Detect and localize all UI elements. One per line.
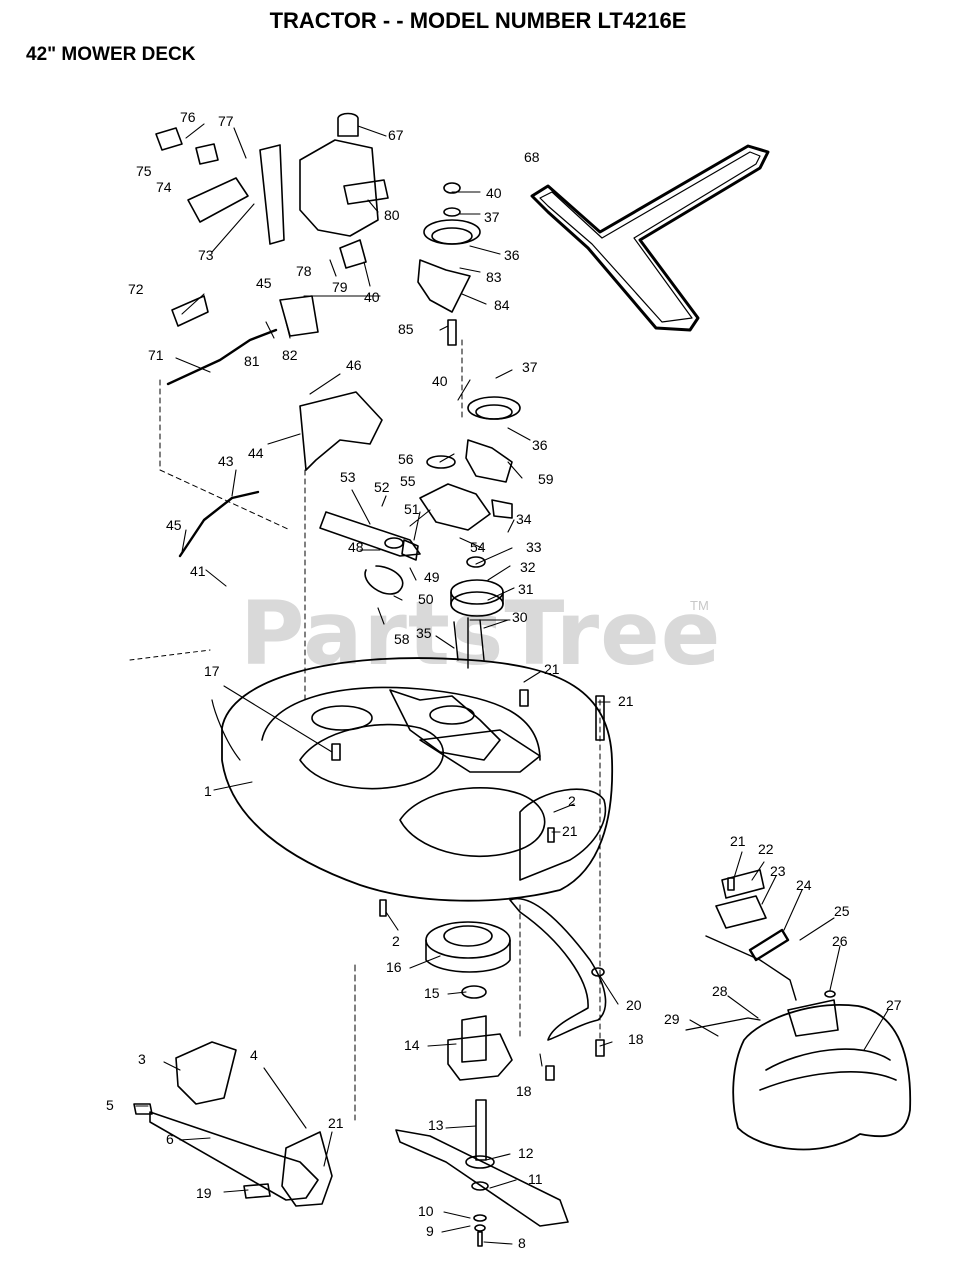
callout-21b: 21 [618,693,634,709]
callout-16: 16 [386,959,402,975]
callout-52: 52 [374,479,390,495]
callout-18a: 18 [516,1083,532,1099]
callout-2a: 2 [568,793,576,809]
callout-83: 83 [486,269,502,285]
callout-23: 23 [770,863,786,879]
callout-54: 54 [470,539,486,555]
callout-11: 11 [528,1171,543,1187]
callout-81: 81 [244,353,260,369]
callout-12: 12 [518,1145,534,1161]
callout-5: 5 [106,1097,114,1113]
callout-72: 72 [128,281,144,297]
callout-2b: 2 [392,933,400,949]
callout-27: 27 [886,997,902,1013]
watermark-trademark: TM [690,598,709,613]
callout-40c: 40 [432,373,448,389]
callout-50: 50 [418,591,434,607]
callout-74: 74 [156,179,172,195]
callout-37a: 37 [484,209,500,225]
callout-53: 53 [340,469,356,485]
callout-1: 1 [204,783,212,799]
callout-73: 73 [198,247,214,263]
section-subtitle: 42" MOWER DECK [26,44,196,65]
callout-4: 4 [250,1047,258,1063]
callout-41: 41 [190,563,206,579]
callout-84: 84 [494,297,510,313]
callout-77: 77 [218,113,234,129]
callout-56: 56 [398,451,414,467]
callout-44: 44 [248,445,264,461]
callout-49: 49 [424,569,440,585]
callout-59: 59 [538,471,554,487]
callout-58: 58 [394,631,410,647]
callout-78: 78 [296,263,312,279]
callout-28: 28 [712,983,728,999]
callout-26: 26 [832,933,848,949]
callout-29: 29 [664,1011,680,1027]
callout-85: 85 [398,321,414,337]
callout-43: 43 [218,453,234,469]
page-title: TRACTOR - - MODEL NUMBER LT4216E [269,8,687,33]
callout-21e: 21 [730,833,746,849]
callout-79: 79 [332,279,348,295]
callout-36b: 36 [532,437,548,453]
callout-46: 46 [346,357,362,373]
callout-9: 9 [426,1223,434,1239]
callout-36a: 36 [504,247,520,263]
callout-34: 34 [516,511,532,527]
mower-belt [530,144,770,332]
callout-35: 35 [416,625,432,641]
callout-48: 48 [348,539,364,555]
callout-45a: 45 [256,275,272,291]
callout-3: 3 [138,1051,146,1067]
callout-32: 32 [520,559,536,575]
callout-15: 15 [424,985,440,1001]
callout-75: 75 [136,163,152,179]
callout-51: 51 [404,501,420,517]
callout-25: 25 [834,903,850,919]
callout-30: 30 [512,609,528,625]
callout-31: 31 [518,581,534,597]
callout-33: 33 [526,539,542,555]
watermark: PartsTree [240,582,722,685]
callout-14: 14 [404,1037,420,1053]
callout-40b: 40 [364,289,380,305]
callout-82: 82 [282,347,298,363]
callout-24: 24 [796,877,812,893]
callout-45b: 45 [166,517,182,533]
callout-17: 17 [204,663,220,679]
mower-deck [221,657,614,902]
callout-80: 80 [384,207,400,223]
callout-76: 76 [180,109,196,125]
callout-20: 20 [626,997,642,1013]
callout-13: 13 [428,1117,444,1133]
callout-8: 8 [518,1235,526,1251]
callout-21a: 21 [544,661,560,677]
callout-55: 55 [400,473,416,489]
callout-67: 67 [388,127,404,143]
callout-18b: 18 [628,1031,644,1047]
callout-21d: 21 [328,1115,344,1131]
callout-40a: 40 [486,185,502,201]
callout-21c: 21 [562,823,578,839]
callout-10: 10 [418,1203,434,1219]
callout-71: 71 [148,347,164,363]
callout-6: 6 [166,1131,174,1147]
callout-22: 22 [758,841,774,857]
callout-19: 19 [196,1185,212,1201]
callout-68: 68 [524,149,540,165]
callout-37b: 37 [522,359,538,375]
